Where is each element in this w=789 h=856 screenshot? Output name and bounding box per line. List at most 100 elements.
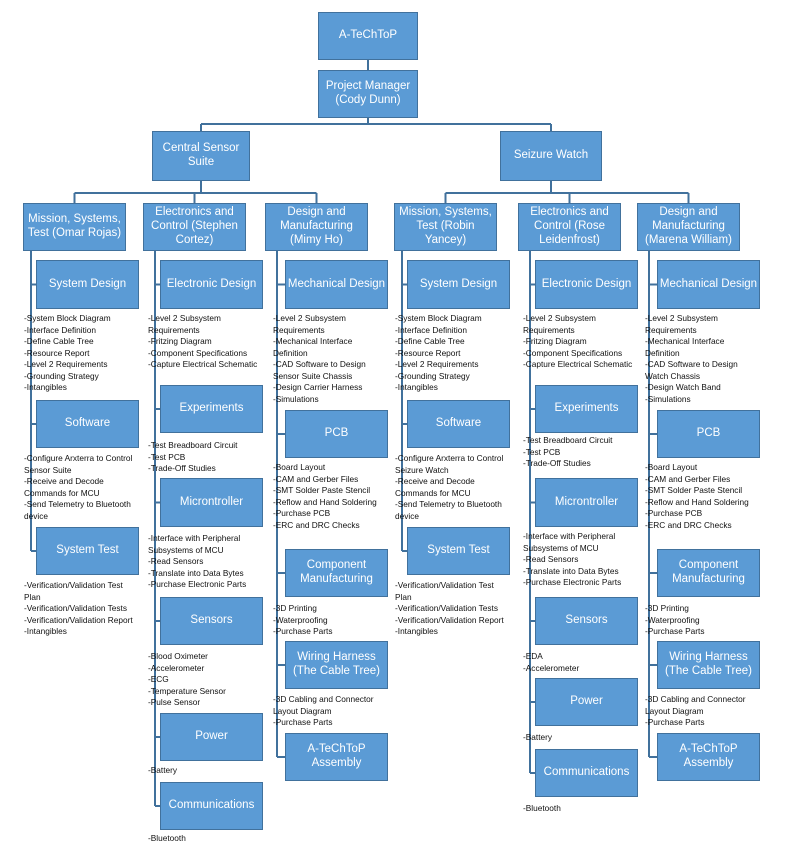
list-item: -SMT Solder Paste Stencil: [273, 485, 371, 495]
list-item: -Receive and Decode Commands for MCU: [395, 476, 475, 498]
list-item: -ERC and DRC Checks: [645, 519, 732, 530]
list-item: -Accelerometer: [148, 662, 205, 673]
list-item: -Grounding Strategy: [395, 370, 470, 381]
list-item: -CAD Software to Design Watch Chassis: [645, 359, 738, 381]
task-items-microntroller: -Interface with Peripheral Subsystems of…: [148, 533, 259, 591]
list-item: -Blood Oximeter: [148, 651, 208, 661]
task-electronic-design-label: Electronic Design: [166, 277, 257, 290]
team-design-and-1: Design and Manufacturing (Marena William…: [637, 203, 740, 251]
task-electronic-design-label: Electronic Design: [541, 277, 632, 290]
list-item: -Resource Report: [395, 347, 461, 358]
task-items-electronic-design: -Level 2 Subsystem Requirements-Fritzing…: [523, 313, 634, 371]
list-item: -Purchase Electronic Parts: [148, 579, 247, 589]
task-communications-label: Communications: [168, 799, 255, 812]
task-a-techtop-assembly: A-TeChToP Assembly: [657, 733, 760, 781]
task-system-design: System Design: [407, 260, 510, 309]
list-item: -Purchase Parts: [645, 717, 705, 727]
list-item: -Test PCB: [523, 446, 561, 457]
branch-central-sensor-suite-label: Central Sensor Suite: [162, 142, 240, 168]
list-item: -ECG: [148, 674, 169, 684]
task-items-wiring-harness-the-cable-tree: -3D Cabling and Connector Layout Diagram…: [645, 694, 756, 729]
list-item: -Design Carrier Harness: [273, 382, 363, 392]
list-item: -Bluetooth: [148, 833, 186, 843]
list-item: -Configure Arxterra to Control Sensor Su…: [24, 453, 133, 475]
list-item: -Verification/Validation Tests: [24, 603, 127, 613]
list-item: -Purchase PCB: [645, 508, 703, 518]
project-manager-node-label: Project Manager (Cody Dunn): [325, 80, 411, 106]
list-item: -Board Layout: [645, 462, 698, 472]
list-item: -Level 2 Subsystem Requirements: [645, 313, 718, 335]
task-power: Power: [535, 678, 638, 726]
list-item: -SMT Solder Paste Stencil: [645, 485, 743, 495]
branch-central-sensor-suite: Central Sensor Suite: [152, 131, 250, 181]
task-system-design: System Design: [36, 260, 139, 309]
list-item: -Pulse Sensor: [148, 697, 201, 707]
list-item: -3D Cabling and Connector Layout Diagram: [645, 694, 746, 716]
list-item: -Level 2 Requirements: [24, 359, 108, 369]
task-communications-label: Communications: [543, 766, 630, 779]
task-items-power: -Battery: [148, 765, 259, 777]
task-software-label: Software: [64, 417, 111, 430]
task-system-test-label: System Test: [427, 544, 490, 557]
list-item: -Intangibles: [395, 382, 438, 392]
list-item: -Simulations: [645, 393, 691, 404]
list-item: -Purchase PCB: [273, 508, 331, 518]
task-mechanical-design-label: Mechanical Design: [287, 277, 386, 290]
task-items-component-manufacturing: -3D Printing-Waterproofing-Purchase Part…: [645, 603, 756, 638]
task-items-software: -Configure Arxterra to Control Sensor Su…: [24, 453, 135, 522]
list-item: -Intangibles: [395, 626, 438, 636]
list-item: -Mechanical Interface Definition: [273, 336, 353, 358]
list-item: -Verification/Validation Test Plan: [24, 580, 123, 602]
list-item: -Component Specifications: [148, 347, 248, 358]
task-microntroller-label: Microntroller: [554, 495, 619, 508]
task-component-manufacturing-label: Component Manufacturing: [672, 559, 745, 585]
list-item: -Send Telemetry to Bluetooth device: [24, 499, 131, 521]
task-wiring-harness-the-cable-tree-label: Wiring Harness (The Cable Tree): [665, 651, 752, 677]
list-item: -Temperature Sensor: [148, 685, 226, 696]
task-sensors-label: Sensors: [565, 614, 608, 627]
task-experiments-label: Experiments: [179, 402, 244, 415]
task-a-techtop-assembly-label: A-TeChToP Assembly: [679, 743, 738, 769]
list-item: -Reflow and Hand Soldering: [645, 496, 749, 507]
task-wiring-harness-the-cable-tree-label: Wiring Harness (The Cable Tree): [293, 651, 380, 677]
task-electronic-design: Electronic Design: [535, 260, 638, 309]
root-node: A-TeChToP: [318, 12, 418, 60]
list-item: -Send Telemetry to Bluetooth device: [395, 499, 502, 521]
task-items-communications: -Bluetooth: [148, 833, 259, 845]
task-microntroller-label: Microntroller: [179, 495, 244, 508]
list-item: -System Block Diagram: [395, 313, 482, 323]
task-mechanical-design: Mechanical Design: [285, 260, 388, 309]
list-item: -Resource Report: [24, 347, 90, 358]
list-item: -Interface with Peripheral Subsystems of…: [148, 533, 241, 555]
list-item: -Test Breadboard Circuit: [148, 440, 238, 450]
list-item: -Battery: [523, 732, 553, 742]
task-communications: Communications: [160, 782, 263, 830]
task-component-manufacturing: Component Manufacturing: [657, 549, 760, 597]
list-item: -Test PCB: [148, 451, 186, 462]
list-item: -Bluetooth: [523, 803, 561, 813]
list-item: -CAD Software to Design Sensor Suite Cha…: [273, 359, 366, 381]
list-item: -EDA: [523, 651, 543, 661]
list-item: -Intangibles: [24, 626, 67, 636]
task-sensors-label: Sensors: [190, 614, 233, 627]
team-mission-systems-1-label: Mission, Systems, Test (Robin Yancey): [399, 206, 492, 246]
team-design-and-0-label: Design and Manufacturing (Mimy Ho): [280, 206, 353, 246]
list-item: -Interface Definition: [395, 324, 467, 335]
list-item: -Define Cable Tree: [395, 336, 465, 346]
task-software-label: Software: [435, 417, 482, 430]
list-item: -CAM and Gerber Files: [273, 473, 359, 484]
list-item: -Verification/Validation Test Plan: [395, 580, 494, 602]
list-item: -Translate into Data Bytes: [523, 565, 619, 576]
root-node-label: A-TeChToP: [338, 29, 398, 42]
task-items-electronic-design: -Level 2 Subsystem Requirements-Fritzing…: [148, 313, 259, 371]
task-items-software: -Configure Arxterra to Control Seizure W…: [395, 453, 506, 522]
list-item: -Component Specifications: [523, 347, 623, 358]
task-pcb-label: PCB: [324, 427, 349, 440]
task-items-mechanical-design: -Level 2 Subsystem Requirements-Mechanic…: [273, 313, 384, 405]
list-item: -System Block Diagram: [24, 313, 111, 323]
list-item: -Trade-Off Studies: [148, 463, 216, 473]
task-items-mechanical-design: -Level 2 Subsystem Requirements-Mechanic…: [645, 313, 756, 405]
task-items-system-test: -Verification/Validation Test Plan-Verif…: [24, 580, 135, 638]
task-wiring-harness-the-cable-tree: Wiring Harness (The Cable Tree): [285, 641, 388, 689]
